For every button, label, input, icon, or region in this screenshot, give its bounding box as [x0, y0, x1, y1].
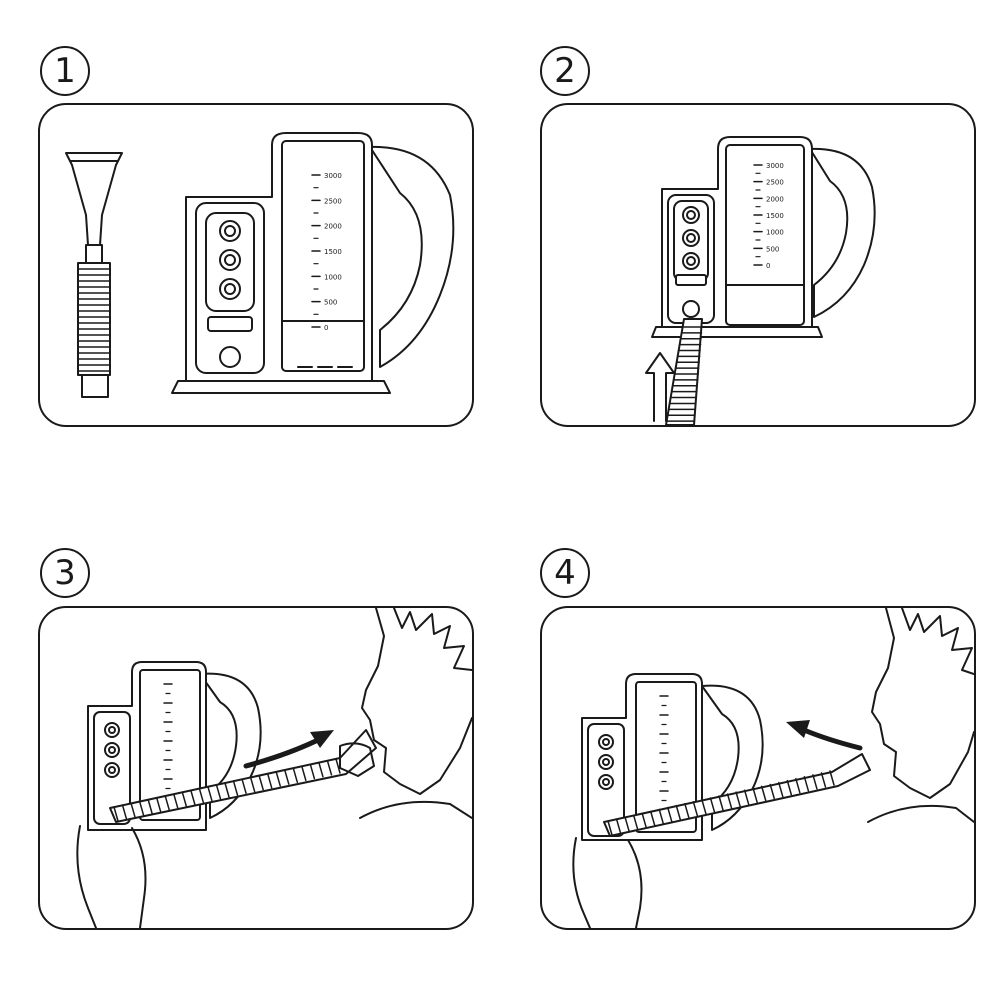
panel-step-3 — [38, 606, 474, 930]
scale-label: 1000 — [766, 229, 784, 237]
step-number-4: 4 — [540, 548, 590, 598]
person-silhouette — [76, 608, 472, 928]
incentive-spirometer: 3000 2500 2000 1500 1000 500 0 — [651, 136, 876, 338]
corrugated-tube — [665, 318, 703, 425]
step-2-illustration: 3000 2500 2000 1500 1000 500 0 — [645, 136, 876, 425]
incentive-spirometer: 3000 2500 2000 1500 1000 500 0 — [171, 132, 455, 394]
arrow-from-mouth-icon — [786, 720, 863, 751]
scale-label: 2000 — [324, 223, 342, 231]
scale-label: 3000 — [324, 172, 342, 180]
scale-label: 0 — [324, 324, 328, 332]
scale-label: 1000 — [324, 273, 342, 281]
scale-label: 500 — [766, 245, 779, 253]
scale-label: 2000 — [766, 195, 784, 203]
scale-label: 2500 — [766, 179, 784, 187]
scale-label: 500 — [324, 299, 337, 307]
scale-label: 2500 — [324, 197, 342, 205]
step-3-illustration — [76, 608, 472, 928]
scale-label: 1500 — [766, 212, 784, 220]
up-arrow-icon — [645, 352, 675, 422]
corrugated-tube — [603, 753, 871, 837]
arrow-to-device-icon — [243, 730, 334, 769]
step-number-3: 3 — [40, 548, 90, 598]
scale-label: 3000 — [766, 162, 784, 170]
panel-step-2: 3000 2500 2000 1500 1000 500 0 — [540, 103, 976, 427]
step-1-illustration: 3000 2500 2000 1500 1000 500 0 — [65, 132, 455, 398]
step-number-1: 1 — [40, 46, 90, 96]
step-number-2: 2 — [540, 46, 590, 96]
corrugated-tube-with-mouthpiece — [65, 152, 123, 398]
scale-label: 0 — [766, 262, 770, 270]
step-4-illustration — [572, 608, 974, 928]
scale-label: 1500 — [324, 248, 342, 256]
person-silhouette — [572, 608, 974, 928]
panel-step-4 — [540, 606, 976, 930]
panel-step-1: 3000 2500 2000 1500 1000 500 0 — [38, 103, 474, 427]
